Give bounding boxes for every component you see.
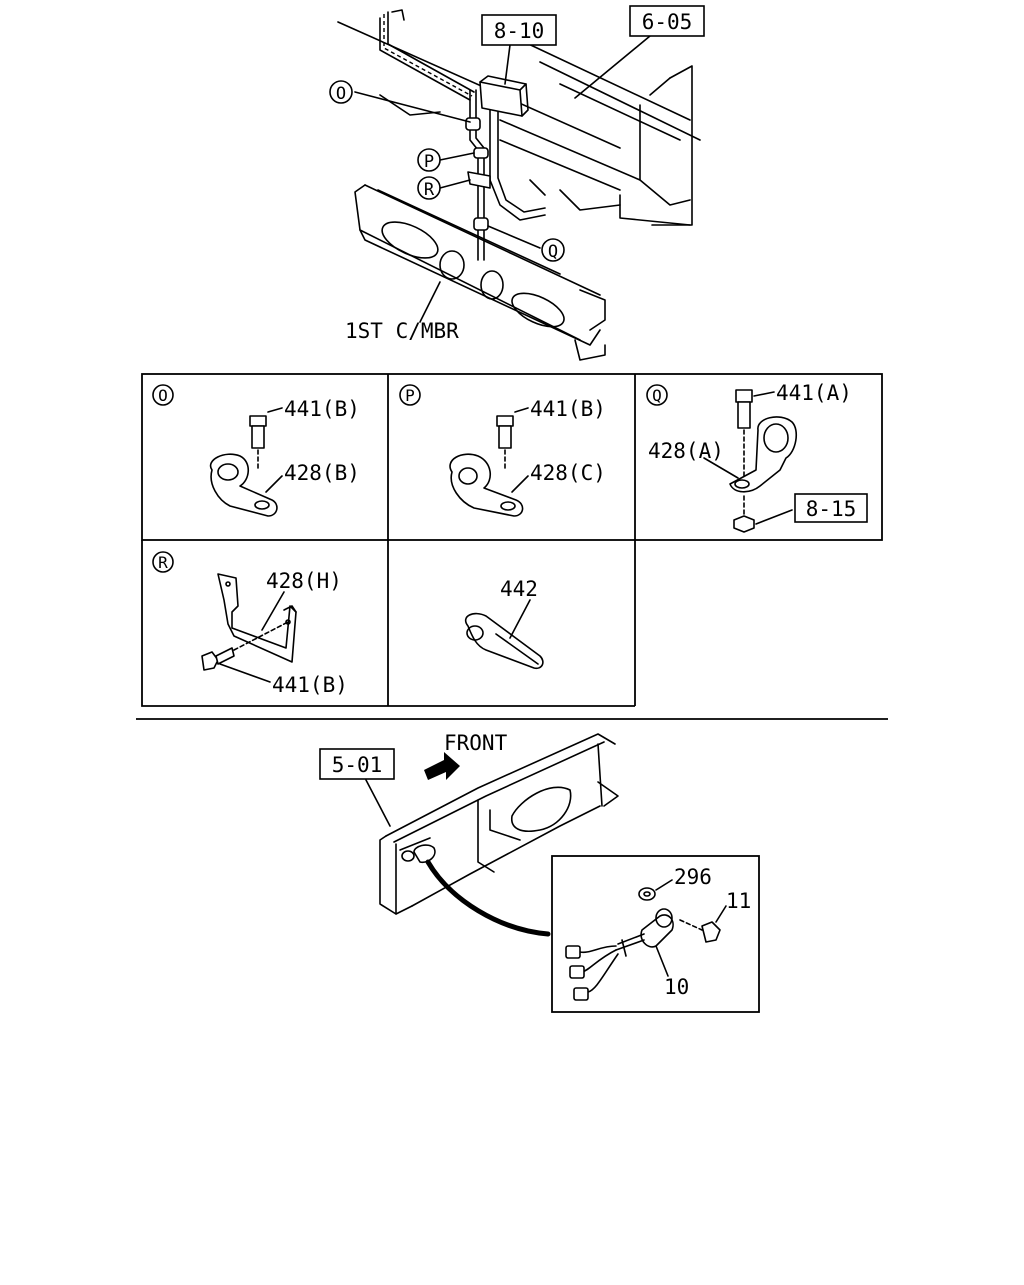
detail-q: Q 441(A) 428(A) 8-15 bbox=[646, 381, 868, 533]
sensor-bolt-label: 11 bbox=[726, 889, 751, 913]
callout-8-10: 8-10 bbox=[481, 14, 557, 46]
circle-callout-q: Q bbox=[541, 238, 565, 262]
circle-callout-p: P bbox=[417, 148, 441, 172]
callout-8-10-label: 8-10 bbox=[494, 19, 545, 43]
detail-p: P 441(B) 428(C) bbox=[399, 384, 606, 517]
detail-p-clip-label: 428(C) bbox=[530, 461, 606, 485]
detail-grid bbox=[141, 373, 883, 707]
sensor-washer-label: 296 bbox=[674, 865, 712, 889]
circle-callout-o: O bbox=[329, 80, 353, 104]
frame-sensor-view: FRONT bbox=[365, 731, 619, 937]
detail-r-bracket-label: 428(H) bbox=[266, 569, 342, 593]
circle-callout-p-label: P bbox=[424, 152, 434, 172]
sensor-inset: 296 11 10 bbox=[551, 855, 760, 1013]
detail-q-bolt-label: 441(A) bbox=[776, 381, 852, 405]
callout-5-01-label: 5-01 bbox=[332, 753, 383, 777]
detail-tie-part-label: 442 bbox=[500, 577, 538, 601]
front-label: FRONT bbox=[444, 731, 508, 755]
sensor-body-label: 10 bbox=[664, 975, 689, 999]
detail-p-bolt-label: 441(B) bbox=[530, 397, 606, 421]
callout-6-05: 6-05 bbox=[629, 5, 705, 37]
callout-6-05-label: 6-05 bbox=[642, 10, 693, 34]
detail-r: R 428(H) 441(B) bbox=[152, 551, 348, 697]
detail-p-tag: P bbox=[405, 386, 415, 405]
detail-o-clip-label: 428(B) bbox=[284, 461, 360, 485]
crossmember-label: 1ST C/MBR bbox=[345, 319, 459, 343]
detail-r-tag: R bbox=[158, 553, 168, 572]
detail-q-nut-ref: 8-15 bbox=[806, 497, 857, 521]
detail-q-tag: Q bbox=[652, 386, 662, 405]
callout-5-01: 5-01 bbox=[319, 748, 395, 780]
detail-o-tag: O bbox=[158, 386, 168, 405]
circle-callout-r-label: R bbox=[424, 180, 435, 200]
detail-tie: 442 bbox=[464, 577, 544, 670]
front-arrow-icon bbox=[424, 752, 460, 780]
circle-callout-r: R bbox=[417, 176, 441, 200]
detail-o-bolt-label: 441(B) bbox=[284, 397, 360, 421]
detail-r-bolt-label: 441(B) bbox=[272, 673, 348, 697]
circle-callout-q-label: Q bbox=[548, 242, 558, 262]
detail-o: O 441(B) 428(B) bbox=[152, 384, 360, 517]
detail-q-clip-label: 428(A) bbox=[648, 439, 724, 463]
top-assembly-view bbox=[337, 9, 701, 361]
circle-callout-o-label: O bbox=[336, 84, 346, 104]
